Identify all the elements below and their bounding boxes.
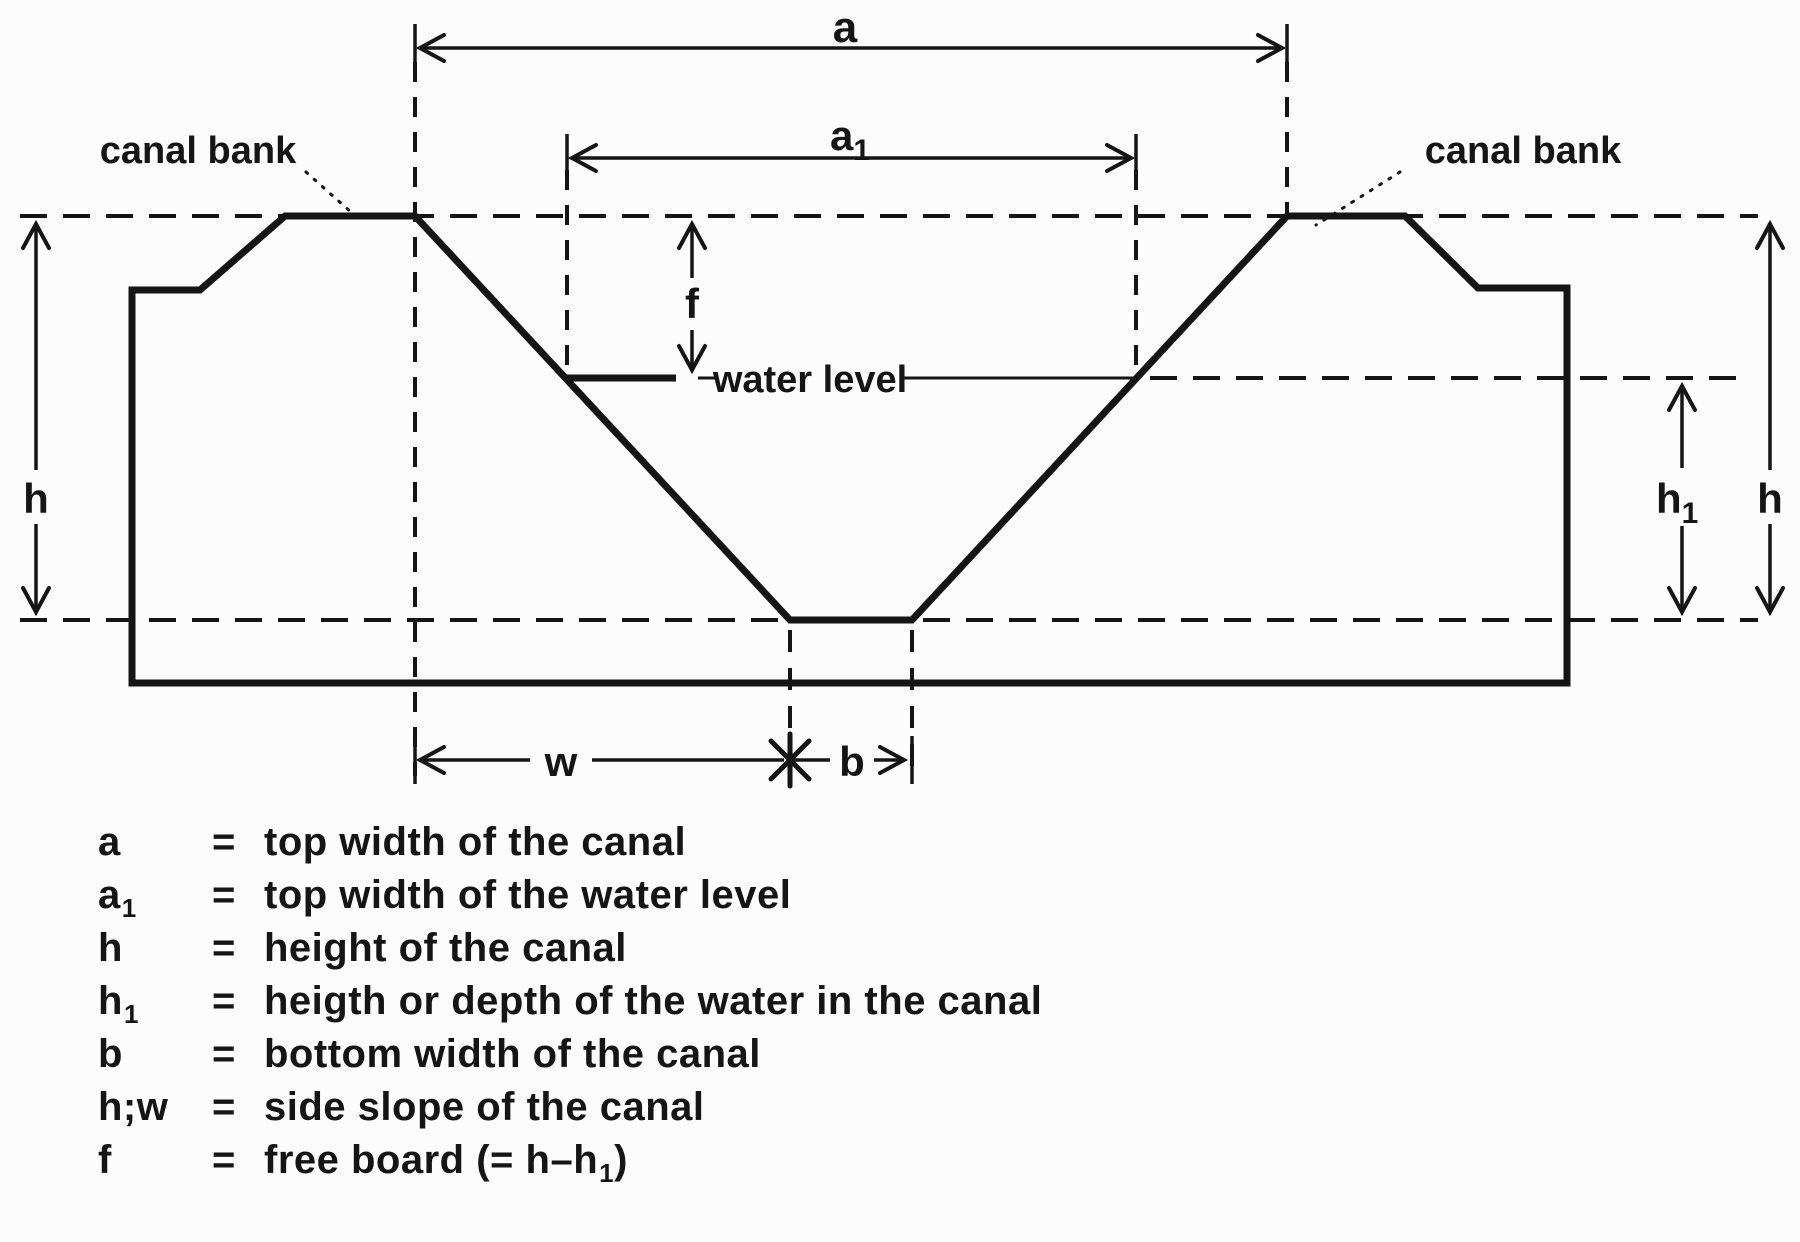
dim-label-h-left: h — [23, 475, 49, 522]
dim-label-h-right: h — [1757, 475, 1783, 522]
w-b-junction-asterisk — [768, 731, 812, 789]
label-pointers — [304, 170, 1402, 227]
h-left-label-bg — [12, 470, 60, 524]
w-label-bg — [530, 736, 592, 784]
legend-row-hw: h;w = side slope of the canal — [98, 1085, 1598, 1138]
dim-label-a: a — [833, 3, 858, 52]
legend-row-a: a = top width of the canal — [98, 820, 1598, 873]
f-label-bg — [670, 278, 714, 330]
legend-row-h: h = height of the canal — [98, 926, 1598, 979]
dim-label-b: b — [839, 738, 865, 785]
dim-label-a1-sub: 1 — [853, 134, 870, 167]
equals-sign: = — [212, 979, 236, 1023]
legend-description: free board (= h–h1) — [264, 1138, 628, 1188]
equals-sign: = — [212, 1085, 236, 1129]
canal-bank-label-right: canal bank — [1425, 130, 1622, 172]
dim-label-f: f — [685, 280, 700, 327]
legend-description: heigth or depth of the water in the cana… — [264, 979, 1043, 1023]
canal-profile-outline — [128, 212, 1571, 687]
canal-cross-section-diagram: a a1 h h h1 f w b water level canal bank… — [12, 3, 1796, 789]
legend-term: h — [98, 926, 123, 970]
legend-description: top width of the canal — [264, 820, 687, 864]
legend-term: h;w — [98, 1085, 169, 1129]
legend-row-a1: a1 = top width of the water level — [98, 873, 1598, 926]
dim-label-h1-base: h — [1656, 475, 1682, 522]
dim-label-w: w — [544, 738, 578, 785]
dim-label-h1-sub: 1 — [1682, 497, 1699, 530]
dim-label-h1: h1 — [1656, 475, 1698, 530]
equals-sign: = — [212, 1138, 236, 1182]
dim-label-a1: a1 — [830, 112, 870, 167]
water-level-label: water level — [712, 359, 907, 401]
legend-row-h1: h1 = heigth or depth of the water in the… — [98, 979, 1598, 1032]
legend-description: height of the canal — [264, 926, 627, 970]
legend-term: h1 — [98, 979, 139, 1029]
canal-bank-label-left: canal bank — [100, 130, 297, 172]
b-label-bg — [830, 736, 874, 784]
dimension-lines — [36, 24, 1770, 784]
legend: a = top width of the canal a1 = top widt… — [98, 820, 1598, 1191]
legend-row-f: f = free board (= h–h1) — [98, 1138, 1598, 1191]
equals-sign: = — [212, 873, 236, 917]
equals-sign: = — [212, 820, 236, 864]
legend-term: a1 — [98, 873, 137, 923]
legend-description: top width of the water level — [264, 873, 792, 917]
legend-row-b: b = bottom width of the canal — [98, 1032, 1598, 1085]
equals-sign: = — [212, 926, 236, 970]
legend-term: b — [98, 1032, 123, 1076]
legend-description: side slope of the canal — [264, 1085, 705, 1129]
legend-description: bottom width of the canal — [264, 1032, 761, 1076]
canal-bank-left-pointer — [304, 170, 354, 215]
equals-sign: = — [212, 1032, 236, 1076]
h1-label-bg — [1648, 468, 1716, 526]
legend-term: a — [98, 820, 121, 864]
h-right-label-bg — [1744, 470, 1796, 524]
dim-label-a1-base: a — [830, 112, 854, 159]
legend-term: f — [98, 1138, 112, 1182]
